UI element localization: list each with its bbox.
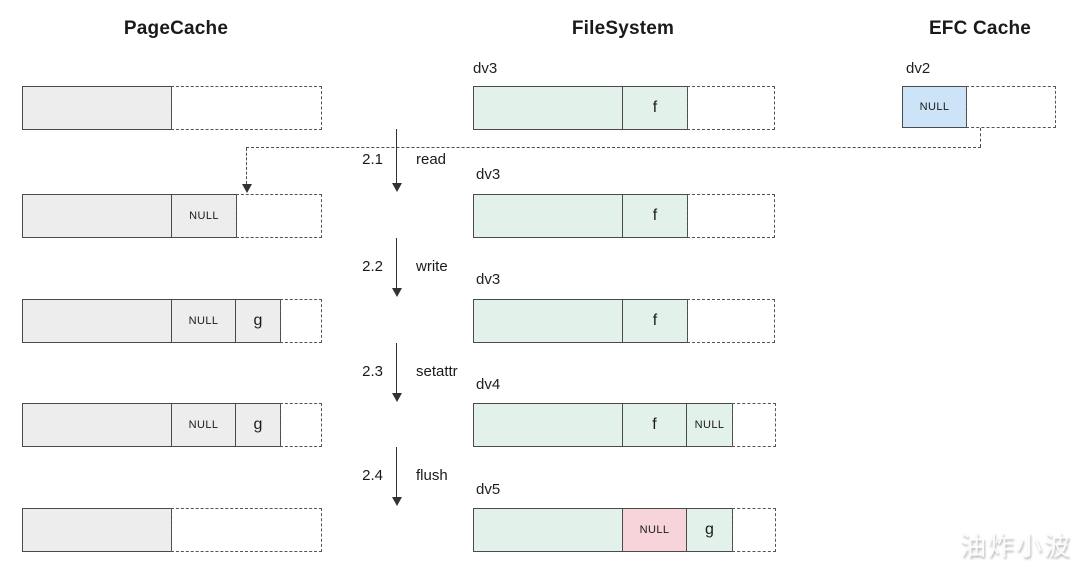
fs-row1-f-cell: f <box>622 87 687 129</box>
pagecache-row4-data-cell <box>23 404 171 446</box>
fs-row2-data-cell <box>474 195 622 237</box>
step-3-number: 2.3 <box>362 363 383 380</box>
pagecache-row3-box: NULL g <box>22 299 281 343</box>
pagecache-row4-dashed-extent <box>280 403 322 447</box>
pagecache-row4-g-cell: g <box>235 404 280 446</box>
connector-arrowhead-icon <box>242 184 252 193</box>
fs-row2-dashed-extent <box>687 194 775 238</box>
fs-row4-dashed-extent <box>732 403 776 447</box>
flow-arrow-3-line <box>396 343 397 393</box>
fs-row4-dev-label: dv4 <box>476 376 501 393</box>
flow-arrow-1-line <box>396 129 397 183</box>
fs-row3-box: f <box>473 299 688 343</box>
fs-row5-box: NULL g <box>473 508 733 552</box>
step-1-operation: read <box>416 151 447 168</box>
flow-arrow-2-line <box>396 238 397 288</box>
fs-row2-box: f <box>473 194 688 238</box>
connector-vertical-left <box>246 148 247 184</box>
fs-row1-box: f <box>473 86 688 130</box>
fs-row5-dev-label: dv5 <box>476 481 501 498</box>
connector-horizontal <box>246 147 981 148</box>
efc-dev-label: dv2 <box>906 60 931 77</box>
fs-row2-f-cell: f <box>622 195 687 237</box>
pagecache-row5-dashed-extent <box>171 508 322 552</box>
fs-row3-dashed-extent <box>687 299 775 343</box>
flow-arrow-3-head-icon <box>392 393 402 402</box>
fs-row3-dev-label: dv3 <box>476 271 501 288</box>
fs-row4-data-cell <box>474 404 622 446</box>
flow-arrow-4-head-icon <box>392 497 402 506</box>
pagecache-row3-g-cell: g <box>235 300 280 342</box>
filesystem-header: FileSystem <box>571 18 675 39</box>
fs-row5-data-cell <box>474 509 622 551</box>
fs-row1-dev-label: dv3 <box>473 60 498 77</box>
pagecache-row3-data-cell <box>23 300 171 342</box>
watermark-text: 油炸小波 <box>959 531 1072 561</box>
efc-dashed-extent <box>966 86 1056 128</box>
step-4-number: 2.4 <box>362 467 383 484</box>
step-2-number: 2.2 <box>362 258 383 275</box>
pagecache-row2-dashed-extent <box>236 194 322 238</box>
efc-null-cell: NULL <box>919 101 950 113</box>
pagecache-row1-dashed-extent <box>171 86 322 130</box>
step-3-operation: setattr <box>416 363 458 380</box>
pagecache-row4-box: NULL g <box>22 403 281 447</box>
pagecache-row2-null-cell: NULL <box>171 195 236 237</box>
flow-arrow-2-head-icon <box>392 288 402 297</box>
fs-row3-data-cell <box>474 300 622 342</box>
flow-arrow-4-line <box>396 447 397 497</box>
pagecache-row5-box <box>22 508 172 552</box>
pagecache-header: PageCache <box>123 18 229 39</box>
step-4-operation: flush <box>416 467 448 484</box>
step-1-number: 2.1 <box>362 151 383 168</box>
efc-null-box: NULL <box>902 86 967 128</box>
fs-row4-f-cell: f <box>622 404 686 446</box>
connector-vertical-right <box>980 128 981 147</box>
fs-row5-null-cell: NULL <box>622 509 686 551</box>
fs-row1-data-cell <box>474 87 622 129</box>
fs-row1-dashed-extent <box>687 86 775 130</box>
fs-row5-g-cell: g <box>686 509 732 551</box>
fs-row2-dev-label: dv3 <box>476 166 501 183</box>
fs-row3-f-cell: f <box>622 300 687 342</box>
pagecache-row2-box: NULL <box>22 194 237 238</box>
pagecache-row1-box <box>22 86 172 130</box>
efc-cache-header: EFC Cache <box>928 18 1032 39</box>
pagecache-row2-data-cell <box>23 195 171 237</box>
flow-arrow-1-head-icon <box>392 183 402 192</box>
fs-row5-dashed-extent <box>732 508 776 552</box>
fs-row4-box: f NULL <box>473 403 733 447</box>
pagecache-row3-dashed-extent <box>280 299 322 343</box>
pagecache-row3-null-cell: NULL <box>171 300 235 342</box>
step-2-operation: write <box>416 258 448 275</box>
fs-row4-null-cell: NULL <box>686 404 732 446</box>
pagecache-row4-null-cell: NULL <box>171 404 235 446</box>
